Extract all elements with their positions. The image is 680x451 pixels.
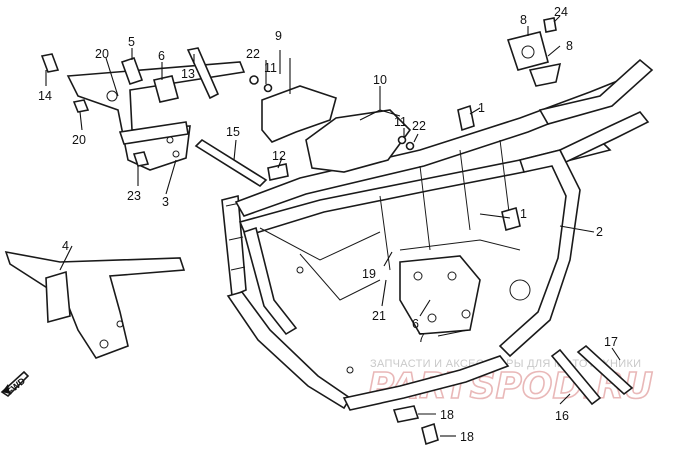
callout-16: 16 — [555, 409, 569, 423]
callout-18-lower: 18 — [460, 430, 474, 444]
callout-23: 23 — [127, 189, 141, 203]
fwd-direction-marker: FWD — [0, 370, 30, 398]
nut-23 — [132, 151, 150, 167]
long-bolt-16 — [550, 348, 602, 406]
bolt-18-lower — [421, 422, 439, 446]
callout-1-upper: 1 — [478, 101, 485, 115]
callout-8-upper: 8 — [520, 13, 527, 27]
long-bolt-17 — [576, 344, 634, 396]
callout-8-lower: 8 — [566, 39, 573, 53]
callout-2: 2 — [596, 225, 603, 239]
callout-21: 21 — [372, 309, 386, 323]
main-frame — [221, 58, 654, 411]
cover-9 — [261, 85, 337, 143]
callout-18-upper: 18 — [440, 408, 454, 422]
plate-12 — [267, 163, 289, 181]
callout-17: 17 — [604, 335, 618, 349]
nut-22-11-cluster-right — [397, 135, 415, 151]
callout-20-lower: 20 — [72, 133, 86, 147]
callout-4: 4 — [62, 239, 69, 253]
rear-engine-hanger — [4, 250, 186, 359]
callout-labels: 5 6 13 20 14 20 23 3 15 22 9 11 10 11 22… — [38, 5, 618, 444]
callout-19: 19 — [362, 267, 376, 281]
bolt-13 — [186, 47, 220, 100]
callout-9: 9 — [275, 29, 282, 43]
callout-11-left: 11 — [264, 61, 277, 75]
callout-6-upper: 6 — [158, 49, 165, 63]
callout-20-upper: 20 — [95, 47, 109, 61]
callout-10: 10 — [373, 73, 387, 87]
callout-13: 13 — [181, 67, 195, 81]
callout-3: 3 — [162, 195, 169, 209]
callout-14: 14 — [38, 89, 52, 103]
bolt-24 — [543, 17, 557, 33]
callout-11-right: 11 — [394, 115, 407, 129]
bolt-18-upper — [392, 405, 420, 423]
nut-20-lower — [72, 99, 90, 113]
callout-12: 12 — [272, 149, 286, 163]
nut-22-11-cluster-left — [249, 75, 273, 93]
callout-15: 15 — [226, 125, 240, 139]
collar-6-upper — [153, 75, 179, 103]
bracket-8-lower — [528, 62, 562, 87]
callout-24: 24 — [554, 5, 568, 19]
callout-6-lower: 6 — [412, 317, 419, 331]
front-engine-hanger — [66, 61, 246, 171]
clip-1-lower — [501, 206, 521, 232]
callout-5: 5 — [128, 35, 135, 49]
bolt-14 — [40, 53, 60, 73]
collar-5 — [120, 56, 144, 86]
callout-7: 7 — [418, 331, 425, 345]
callout-22-left: 22 — [246, 47, 260, 61]
through-bolt-15 — [194, 138, 268, 188]
leader-lines — [45, 15, 621, 437]
clip-1-upper — [457, 104, 475, 132]
rear-mount-8 — [506, 31, 549, 71]
cover-10 — [305, 109, 412, 173]
callout-22-right: 22 — [412, 119, 426, 133]
callout-1-lower: 1 — [520, 207, 527, 221]
